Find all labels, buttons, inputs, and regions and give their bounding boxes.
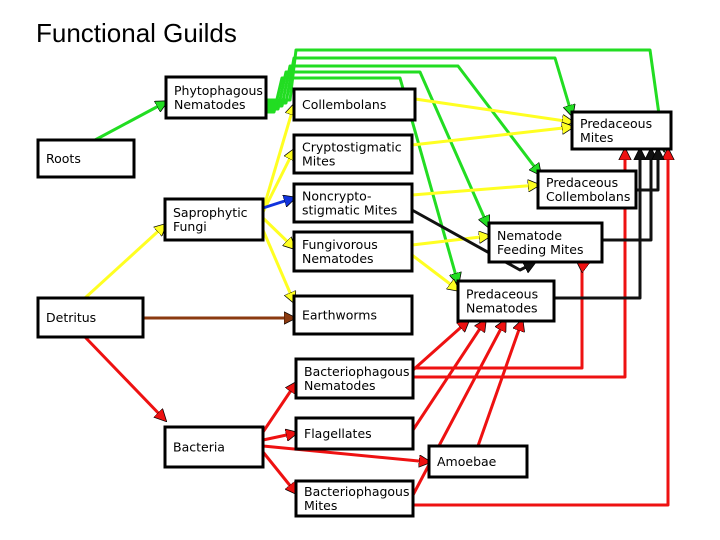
edge-noncryptostigmatic-mites-to-nematode-feeding-mites [411,208,534,270]
node-label: Fungi [173,219,207,234]
edge-bacteria-to-bacteriophagous-nematodes [261,383,296,433]
node-box [294,416,415,451]
node-box [427,444,529,479]
node-noncryptostigmatic-mites: Noncrypto-stigmatic Mites [292,182,414,224]
node-label: Mites [302,154,335,169]
node-label: stigmatic Mites [302,203,397,218]
page-title: Functional Guilds [36,18,237,48]
edge-cryptostigmatic-mites-to-predaceous-mites [411,127,572,147]
node-flagellates: Flagellates [294,416,415,451]
edge-bacteria-to-bacteriophagous-mites [261,451,296,493]
node-box [163,425,265,469]
node-box [294,479,415,518]
node-label: Mites [304,498,337,513]
edge-saprophytic-fungi-to-noncryptostigmatic-mites [262,198,294,210]
edge-fungivorous-nematodes-to-predaceous-nematodes [411,253,458,290]
node-label: Saprophytic [173,205,248,220]
node-label: Phytophagous [174,83,263,98]
node-label: Roots [46,151,81,166]
node-box [292,294,414,336]
edge-amoebae-to-predaceous-nematodes [476,321,522,447]
node-label: Fungivorous [302,237,378,252]
edge-saprophytic-fungi-to-cryptostigmatic-mites [261,150,294,213]
edge-bacteria-to-flagellates [262,433,296,442]
node-label: Bacteriophagous [304,484,410,499]
node-collembolans: Collembolans [292,87,417,122]
edge-bacteriophagous-mites-to-predaceous-mites [413,150,668,507]
node-label: Amoebae [437,454,497,469]
node-label: Noncrypto- [302,189,372,204]
edge-nematode-feeding-mites-to-predaceous-mites [602,150,651,242]
edge-detritus-to-bacteria [83,335,165,420]
node-label: Mites [580,130,613,145]
node-box [164,75,268,120]
node-label: Predaceous [580,116,652,131]
edge-phytophagous-nematodes-to-predaceous-nematodes [266,76,458,283]
node-label: Nematodes [466,301,538,316]
node-box [292,182,414,224]
node-label: Flagellates [304,426,372,441]
node-box [163,197,265,242]
node-label: Bacteria [173,440,225,455]
node-amoebae: Amoebae [427,444,529,479]
node-box [570,110,673,151]
edge-bacteriophagous-nematodes-to-predaceous-nematodes [412,321,468,372]
node-label: Predaceous [466,287,538,302]
edge-roots-to-phytophagous-nematodes [94,102,166,142]
node-bacteria: Bacteria [163,425,265,469]
node-box [292,230,414,273]
node-label: Earthworms [302,308,377,323]
edge-noncryptostigmatic-mites-to-predaceous-collembolans [411,185,538,197]
edge-detritus-to-saprophytic-fungi [83,225,165,300]
edge-predaceous-collembolans-to-predaceous-mites [636,150,658,192]
edge-fungivorous-nematodes-to-nematode-feeding-mites [411,236,489,247]
node-label: Bacteriophagous [304,364,410,379]
node-box [292,133,414,175]
edge-saprophytic-fungi-to-collembolans [261,105,294,211]
node-box [294,357,415,400]
edge-saprophytic-fungi-to-earthworms [261,229,294,302]
node-label: Predaceous [546,175,618,190]
node-box [536,169,638,210]
node-box [487,221,604,264]
node-box [292,87,417,122]
edge-saprophytic-fungi-to-fungivorous-nematodes [261,216,294,248]
edge-bacteria-to-amoebae [262,444,429,462]
node-label: Cryptostigmatic [302,140,402,155]
node-label: Nematodes [174,97,246,112]
node-label: Collembolans [302,97,386,112]
node-label: Nematode [497,228,562,243]
edge-bacteriophagous-nematodes-to-predaceous-mites [413,150,625,379]
edge-predaceous-nematodes-to-predaceous-mites [554,150,640,300]
node-detritus: Detritus [36,296,145,339]
node-earthworms: Earthworms [292,294,414,336]
node-label: Nematodes [304,378,376,393]
node-label: Collembolans [546,189,630,204]
node-label: Detritus [46,310,96,325]
node-box [36,138,136,179]
node-roots: Roots [36,138,136,179]
edge-collembolans-to-predaceous-mites [414,97,572,122]
node-box [456,279,556,323]
node-box [36,296,145,339]
node-label: Feeding Mites [497,242,584,257]
node-label: Nematodes [302,251,374,266]
